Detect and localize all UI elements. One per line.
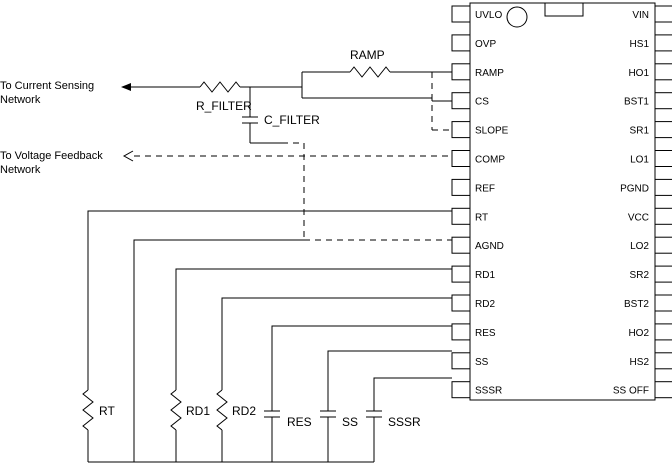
left-pin-cs-label: CS: [475, 97, 489, 108]
pin1-marker: [506, 6, 528, 28]
sssr-label: SSSR: [388, 415, 421, 429]
left-pin-slope-label: SLOPE: [475, 126, 509, 137]
left-pin-ref-box: [451, 178, 471, 196]
left-pin-comp-box: [451, 150, 471, 167]
left-pin-uvlo-box: [451, 5, 471, 23]
left-pin-agnd-label: AGND: [475, 241, 504, 252]
left-pin-rd1-label: RD1: [475, 270, 495, 281]
res-wire: [271, 325, 452, 411]
current-sense-label-2: Network: [0, 94, 41, 106]
rd2-wire: [221, 297, 452, 390]
left-pin-res-box: [451, 323, 471, 341]
right-pin-bst2-label: BST2: [624, 299, 649, 310]
right-pin-ss-off-box: [654, 381, 672, 399]
right-pin-bst1-box: [654, 92, 672, 110]
rt-wire: [87, 210, 452, 390]
r-filter-resistor: [199, 81, 241, 93]
rd2-label: RD2: [232, 404, 256, 418]
rd1-label: RD1: [186, 404, 210, 418]
left-pin-slope-box: [451, 121, 471, 139]
left-pin-rd2-box: [451, 294, 471, 312]
right-pin-vin-label: VIN: [632, 10, 649, 21]
right-pin-sr1-box: [654, 121, 672, 139]
agnd-wire: [133, 239, 304, 462]
right-pin-sr2-label: SR2: [630, 270, 650, 281]
right-pin-pgnd-box: [654, 178, 672, 196]
left-pin-uvlo-label: UVLO: [475, 10, 502, 21]
left-pin-ovp-label: OVP: [475, 39, 496, 50]
right-pin-bst2-box: [654, 294, 672, 312]
left-pin-column: UVLO OVP RAMP CS SLOPE COMP REF RT AGND RD1RD2RES…: [451, 5, 509, 399]
right-pin-hs2-label: HS2: [630, 357, 650, 368]
right-pin-hs1-label: HS1: [630, 39, 650, 50]
rd1-wire: [175, 268, 452, 390]
right-pin-ho1-box: [654, 63, 672, 81]
left-pin-sssr-label: SSSR: [475, 386, 502, 397]
right-pin-bst1-label: BST1: [624, 97, 649, 108]
left-pin-ref-label: REF: [475, 183, 495, 194]
left-pin-sssr-box: [451, 381, 471, 399]
res-label: RES: [287, 415, 312, 429]
left-pin-ramp-box: [451, 63, 471, 81]
ss-label: SS: [342, 415, 358, 429]
left-pin-comp-label: COMP: [475, 155, 505, 166]
sssr-wire: [373, 377, 452, 411]
left-pin-rt-label: RT: [475, 212, 488, 223]
left-pin-agnd-box: [451, 236, 471, 254]
right-pin-ho2-box: [654, 323, 672, 341]
right-pin-lo1-label: LO1: [630, 155, 649, 166]
right-pin-vcc-label: VCC: [628, 212, 649, 223]
right-pin-vcc-box: [654, 207, 672, 225]
left-pin-rd1-box: [451, 265, 471, 283]
c-filter-label: C_FILTER: [264, 113, 320, 127]
right-pin-sr1-label: SR1: [630, 126, 650, 137]
ramp-resistor-label: RAMP: [350, 48, 385, 62]
right-pin-hs1-box: [654, 34, 672, 52]
left-pin-ramp-label: RAMP: [475, 68, 504, 79]
rd2-resistor: [216, 389, 228, 431]
right-pin-vin-box: [654, 5, 672, 23]
ic-notch: [544, 2, 584, 17]
right-pin-hs2-box: [654, 352, 672, 370]
r-filter-label: R_FILTER: [196, 99, 252, 113]
rd1-resistor: [170, 389, 182, 431]
left-pin-ovp-box: [451, 34, 471, 52]
right-pin-lo1-box: [654, 150, 672, 167]
rt-label: RT: [99, 404, 115, 418]
ramp-resistor: [349, 66, 391, 78]
left-pin-rt-box: [451, 207, 471, 225]
left-pin-ss-box: [451, 352, 471, 370]
voltage-fb-label-2: Network: [0, 164, 41, 176]
rt-resistor: [82, 389, 94, 431]
left-pin-rd2-label: RD2: [475, 299, 495, 310]
left-pin-ss-label: SS: [475, 357, 489, 368]
right-pin-ho1-label: HO1: [628, 68, 649, 79]
ic-body: [469, 2, 656, 401]
right-pin-lo2-box: [654, 236, 672, 254]
current-sense-arrow: [121, 83, 131, 91]
voltage-fb-label-1: To Voltage Feedback: [0, 150, 103, 162]
left-pin-cs-box: [451, 92, 471, 110]
right-pin-ho2-label: HO2: [628, 328, 649, 339]
right-pin-pgnd-label: PGND: [620, 183, 649, 194]
current-sense-label-1: To Current Sensing: [0, 80, 94, 92]
right-pin-lo2-label: LO2: [630, 241, 649, 252]
ss-wire: [327, 350, 452, 411]
right-pin-ss-off-label: SS OFF: [613, 386, 649, 397]
voltage-fb-arrow: [122, 150, 134, 162]
left-pin-res-label: RES: [475, 328, 496, 339]
right-pin-sr2-box: [654, 265, 672, 283]
